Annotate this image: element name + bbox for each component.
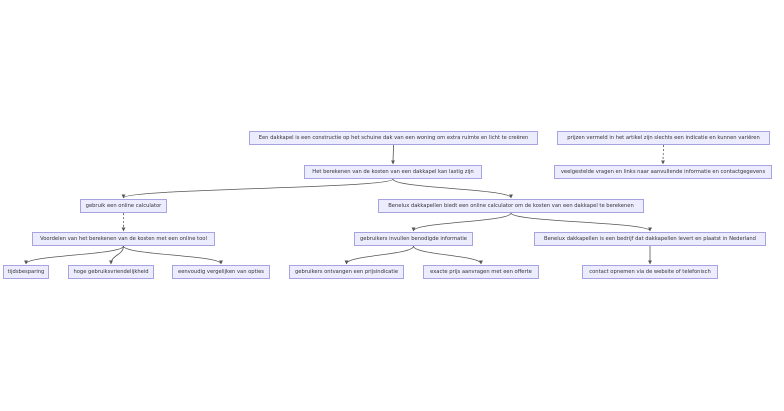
- edge-n6-n8: [411, 212, 512, 232]
- node-offerte-aanvragen: exacte prijs aanvragen met een offerte: [423, 265, 539, 279]
- edge-n3-n5: [121, 178, 394, 199]
- edge-n8-n13: [344, 245, 414, 265]
- edge-n3-n6: [392, 178, 513, 199]
- edge-n6-n9: [510, 212, 652, 232]
- node-gebruikers-invullen: gebruikers invullen benodigde informatie: [354, 232, 473, 246]
- edge-n7-n12: [123, 245, 223, 265]
- node-gebruiksvriendelijkheid: hoge gebruiksvriendelijkheid: [68, 265, 154, 279]
- node-prijsindicatie: gebruikers ontvangen een prijsindicatie: [289, 265, 404, 279]
- node-prijzen-indicatie: prijzen vermeld in het artikel zijn slec…: [557, 131, 770, 145]
- edge-n7-n10: [24, 245, 124, 265]
- node-contact-opnemen: contact opnemen via de website of telefo…: [582, 265, 718, 279]
- node-benelux-bedrijf: Benelux dakkapellen is een bedrijf dat d…: [534, 232, 766, 246]
- edge-n2-n4: [661, 144, 666, 165]
- edge-n7-n11: [109, 245, 124, 265]
- node-benelux-calculator: Benelux dakkapellen biedt een online cal…: [378, 199, 644, 213]
- node-tijdsbesparing: tijdsbesparing: [3, 265, 49, 279]
- node-veelgestelde-vragen: veelgestelde vragen en links naar aanvul…: [554, 165, 772, 179]
- edge-n1-n3: [391, 144, 396, 165]
- node-dakkapel-definitie: Een dakkapel is een constructie op het s…: [249, 131, 538, 145]
- edge-n8-n14: [413, 245, 483, 265]
- node-kosten-berekenen-lastig: Het berekenen van de kosten van een dakk…: [304, 165, 482, 179]
- node-online-calculator: gebruik een online calculator: [80, 199, 167, 213]
- node-voordelen-online-tool: Voordelen van het berekenen van de koste…: [32, 232, 215, 246]
- node-opties-vergelijken: eenvoudig vergelijken van opties: [172, 265, 270, 279]
